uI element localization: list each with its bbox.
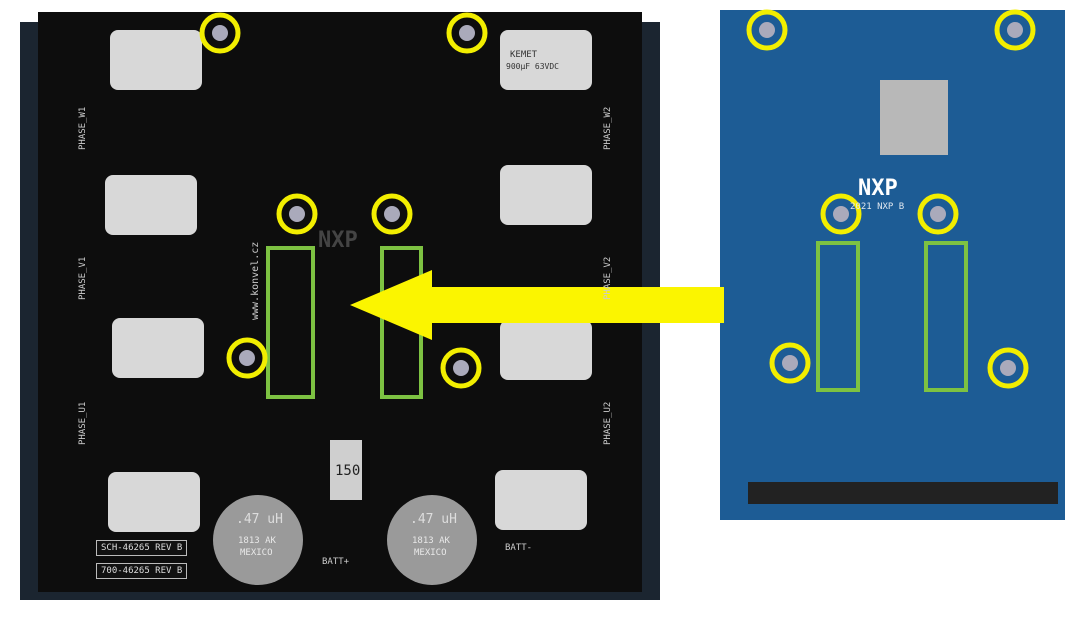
edge-connector — [748, 482, 1058, 504]
highlight-circle — [199, 12, 241, 54]
screw — [453, 360, 469, 376]
capacitor — [112, 318, 204, 378]
phase-label-u1: PHASE_U1 — [78, 401, 88, 445]
inductor-label-left: .47 uH — [236, 512, 283, 527]
connector-box — [924, 241, 968, 392]
inductor-code-right: 1813 AK — [412, 536, 450, 546]
screw — [782, 355, 798, 371]
capacitor — [500, 320, 592, 380]
highlight-circle — [820, 193, 862, 235]
year-label-right: 2021 NXP B — [850, 202, 905, 212]
nxp-logo-left: NXP — [318, 228, 358, 253]
phase-label-w1: PHASE_W1 — [78, 106, 88, 150]
highlight-circle — [276, 193, 318, 235]
screw — [239, 350, 255, 366]
highlight-circle — [446, 12, 488, 54]
screw — [833, 206, 849, 222]
connector-box — [816, 241, 860, 392]
screw — [384, 206, 400, 222]
phase-label-u2: PHASE_U2 — [603, 401, 613, 445]
screw — [289, 206, 305, 222]
screw — [1000, 360, 1016, 376]
inductor-label-right: .47 uH — [410, 512, 457, 527]
fuse — [330, 440, 362, 500]
capacitor — [495, 470, 587, 530]
inductor-origin-right: MEXICO — [414, 548, 447, 558]
highlight-circle — [994, 9, 1036, 51]
mounting-hole-highlights — [199, 9, 1036, 389]
inductor-origin-left: MEXICO — [240, 548, 273, 558]
inductor-code-left: 1813 AK — [238, 536, 276, 546]
batt-minus-label: BATT- — [505, 543, 533, 553]
phase-label-w2: PHASE_W2 — [603, 106, 613, 150]
highlight-circle — [769, 342, 811, 384]
capacitor — [500, 30, 592, 90]
nxp-logo-right: NXP — [858, 176, 898, 201]
capacitor — [105, 175, 197, 235]
capacitor — [108, 472, 200, 532]
capacitor — [500, 165, 592, 225]
inductor-left — [213, 495, 303, 585]
screw — [930, 206, 946, 222]
screw — [1007, 22, 1023, 38]
website-label: www.konvel.cz — [250, 241, 261, 320]
phase-label-v2: PHASE_V2 — [603, 256, 613, 300]
assy-label: 700-46265 REV B — [96, 563, 188, 579]
capacitor — [110, 30, 202, 90]
screw — [459, 25, 475, 41]
screw — [212, 25, 228, 41]
sch-label: SCH-46265 REV B — [96, 540, 188, 556]
connector-box — [266, 246, 315, 399]
capacitor-brand: KEMET — [510, 50, 538, 60]
screw — [759, 22, 775, 38]
highlight-circle — [371, 193, 413, 235]
module — [880, 80, 948, 155]
batt-plus-label: BATT+ — [322, 557, 350, 567]
highlight-circle — [226, 337, 268, 379]
highlight-circle — [987, 347, 1029, 389]
highlight-circle — [746, 9, 788, 51]
capacitors — [105, 30, 592, 532]
arrow — [350, 270, 724, 340]
phase-label-v1: PHASE_V1 — [78, 256, 88, 300]
highlight-circle — [917, 193, 959, 235]
fuse-label: 150 — [335, 463, 361, 479]
capacitor-rating: 900µF 63VDC — [506, 62, 559, 71]
highlight-circle — [440, 347, 482, 389]
inductor-right — [387, 495, 477, 585]
